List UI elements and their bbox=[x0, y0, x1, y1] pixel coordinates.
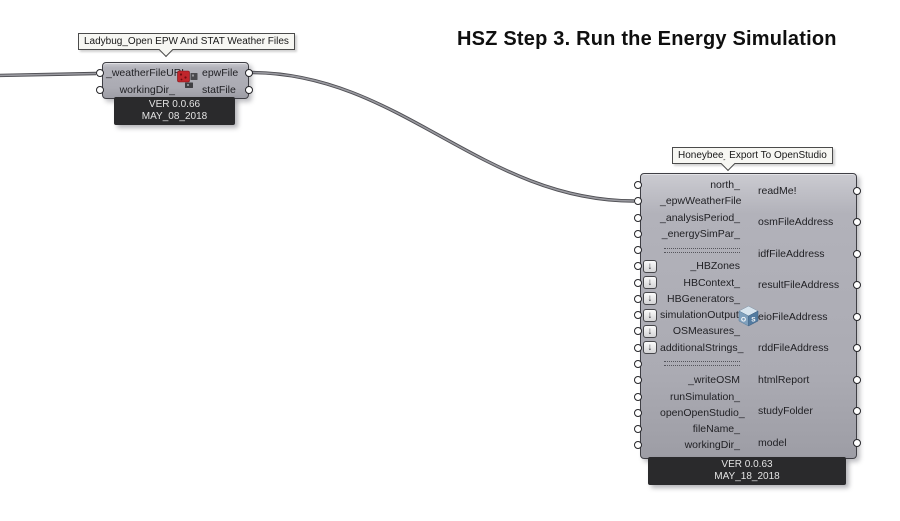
wire-epwFile-to-epwWeatherFile-core bbox=[250, 71, 635, 202]
output-port-idfFileAddress[interactable] bbox=[853, 249, 861, 258]
input-label-workingDir_: workingDir_ bbox=[119, 84, 175, 96]
input-port-openOpenStudio_[interactable] bbox=[634, 408, 642, 417]
input-label-_HBZones: _HBZones bbox=[690, 260, 740, 273]
input-port-additionalStrings_[interactable] bbox=[634, 343, 642, 352]
input-label-additionalStrings_: additionalStrings_ bbox=[660, 341, 744, 354]
output-port-htmlReport[interactable] bbox=[853, 375, 861, 384]
input-port-fileName_[interactable] bbox=[634, 425, 642, 434]
output-port-readMe![interactable] bbox=[853, 186, 861, 195]
output-label-rddFileAddress: rddFileAddress bbox=[758, 342, 829, 354]
output-port-statFile[interactable] bbox=[245, 86, 253, 94]
output-label-epwFile: epwFile bbox=[202, 67, 239, 79]
output-port-osmFileAddress[interactable] bbox=[853, 218, 861, 226]
expand-input-button-simulationOutputs_[interactable]: ↓ bbox=[643, 308, 657, 322]
input-label-OSMeasures_: OSMeasures_ bbox=[672, 325, 740, 338]
input-label-_weatherFileURL: _weatherFileURL bbox=[106, 67, 188, 79]
wire-canvas-edge-to-weatherFileURL-core bbox=[0, 72, 97, 77]
input-port-simulationOutputs_[interactable] bbox=[634, 311, 642, 320]
svg-text:S: S bbox=[751, 317, 756, 324]
output-label-resultFileAddress: resultFileAddress bbox=[758, 279, 840, 291]
output-label-htmlReport: htmlReport bbox=[758, 373, 810, 386]
input-port-workingDir_[interactable] bbox=[634, 441, 642, 450]
input-divider bbox=[664, 247, 740, 253]
version-text: VER 0.0.63 bbox=[721, 459, 773, 470]
input-label-_epwWeatherFile: _epwWeatherFile bbox=[660, 195, 742, 208]
input-label-simulationOutputs_: simulationOutputs_ bbox=[660, 309, 750, 322]
component-label-honeybee-export-to-openstudio: Honeybee_Export To OpenStudio bbox=[672, 147, 833, 164]
component-label-ladybug-open-epw: Ladybug_Open EPW And STAT Weather Files bbox=[78, 33, 295, 50]
input-label-fileName_: fileName_ bbox=[692, 423, 740, 436]
input-label-_writeOSM: _writeOSM bbox=[688, 374, 740, 387]
input-port-_HBZones[interactable] bbox=[634, 262, 642, 271]
output-port-epwFile[interactable] bbox=[245, 69, 253, 77]
input-port-HBGenerators_[interactable] bbox=[634, 294, 642, 303]
output-port-eioFileAddress[interactable] bbox=[853, 312, 861, 321]
input-port-runSimulation_[interactable] bbox=[634, 392, 642, 401]
expand-input-button-HBGenerators_[interactable]: ↓ bbox=[643, 292, 657, 306]
input-port-divider[interactable] bbox=[634, 246, 642, 255]
input-label-north_: north_ bbox=[710, 179, 740, 191]
input-port-workingDir_[interactable] bbox=[96, 86, 104, 94]
output-port-model[interactable] bbox=[853, 438, 861, 447]
input-divider bbox=[664, 361, 740, 367]
input-label-HBContext_: HBContext_ bbox=[683, 276, 740, 289]
input-label-openOpenStudio_: openOpenStudio_ bbox=[660, 406, 745, 419]
component-ladybug-open-epw[interactable] bbox=[102, 62, 249, 99]
page-title: HSZ Step 3. Run the Energy Simulation bbox=[457, 28, 837, 50]
version-date: MAY_08_2018 bbox=[141, 111, 208, 122]
svg-text:O: O bbox=[741, 317, 746, 324]
input-label-workingDir_: workingDir_ bbox=[684, 439, 740, 452]
input-port-_analysisPeriod_[interactable] bbox=[634, 213, 642, 222]
output-label-statFile: statFile bbox=[202, 84, 236, 96]
input-label-runSimulation_: runSimulation_ bbox=[669, 390, 740, 403]
input-port-divider[interactable] bbox=[634, 359, 642, 368]
input-port-_weatherFileURL[interactable] bbox=[96, 69, 104, 77]
input-port-_energySimPar_[interactable] bbox=[634, 229, 642, 238]
input-label-HBGenerators_: HBGenerators_ bbox=[667, 292, 740, 305]
output-label-studyFolder: studyFolder bbox=[758, 405, 813, 417]
expand-input-button-_HBZones[interactable]: ↓ bbox=[643, 259, 657, 273]
version-date: MAY_18_2018 bbox=[714, 471, 780, 482]
output-label-readMe!: readMe! bbox=[758, 184, 797, 197]
output-port-resultFileAddress[interactable] bbox=[853, 281, 861, 289]
expand-input-button-HBContext_[interactable]: ↓ bbox=[643, 276, 657, 290]
expand-input-button-OSMeasures_[interactable]: ↓ bbox=[643, 324, 657, 338]
input-port-_writeOSM[interactable] bbox=[634, 376, 642, 385]
input-port-_epwWeatherFile[interactable] bbox=[634, 197, 642, 206]
input-label-_analysisPeriod_: _analysisPeriod_ bbox=[660, 211, 740, 224]
output-label-osmFileAddress: osmFileAddress bbox=[758, 216, 834, 228]
output-label-idfFileAddress: idfFileAddress bbox=[758, 247, 825, 260]
output-label-eioFileAddress: eioFileAddress bbox=[758, 310, 828, 323]
input-port-OSMeasures_[interactable] bbox=[634, 327, 642, 336]
ladybug-icon bbox=[177, 69, 198, 93]
output-port-studyFolder[interactable] bbox=[853, 407, 861, 415]
input-label-_energySimPar_: _energySimPar_ bbox=[661, 227, 740, 240]
version-text: VER 0.0.66 bbox=[148, 99, 201, 110]
input-port-HBContext_[interactable] bbox=[634, 278, 642, 287]
output-label-model: model bbox=[758, 436, 787, 449]
expand-input-button-additionalStrings_[interactable]: ↓ bbox=[643, 341, 657, 355]
output-port-rddFileAddress[interactable] bbox=[853, 344, 861, 352]
input-port-north_[interactable] bbox=[634, 181, 642, 189]
